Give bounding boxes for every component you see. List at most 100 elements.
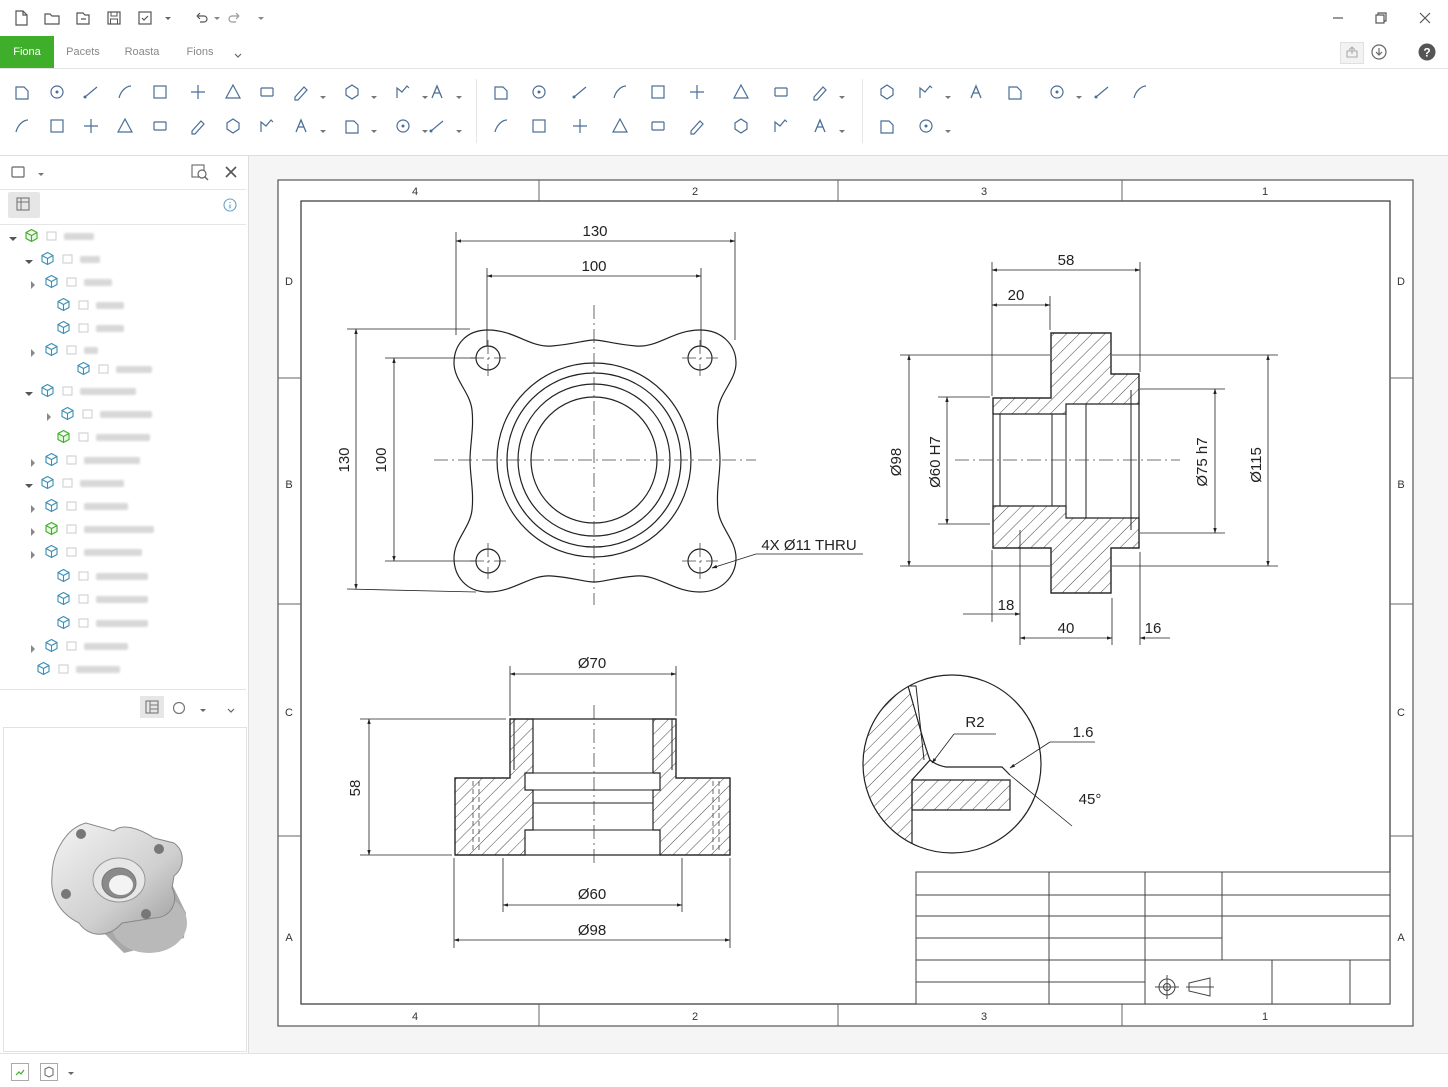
save-dropdown-icon[interactable] bbox=[163, 9, 173, 27]
panel-close-icon[interactable] bbox=[223, 164, 239, 180]
panel-search-icon[interactable] bbox=[190, 162, 210, 182]
preview-orbit-dropdown-icon[interactable] bbox=[198, 703, 208, 713]
drawing-canvas[interactable]: 4 2 3 1 4 2 3 1 D B C A D B C A bbox=[249, 156, 1448, 1053]
new-file-icon[interactable] bbox=[12, 9, 30, 27]
ribbon-rectangle-icon-r1-658[interactable] bbox=[648, 82, 668, 102]
tree-row[interactable] bbox=[0, 358, 246, 380]
tree-expand-icon[interactable] bbox=[28, 455, 38, 467]
download-icon[interactable] bbox=[1370, 43, 1388, 61]
detail-angle-45[interactable]: 45° bbox=[1079, 791, 1102, 808]
front-dim-100-height[interactable]: 100 bbox=[373, 447, 390, 472]
undo-icon[interactable] bbox=[192, 9, 210, 27]
help-icon[interactable]: ? bbox=[1418, 43, 1436, 61]
title-block[interactable] bbox=[915, 871, 1391, 1005]
ribbon-circle-icon-r1-57[interactable] bbox=[47, 82, 67, 102]
ribbon-shape-icon-r1-352[interactable] bbox=[342, 82, 362, 102]
save-icon[interactable] bbox=[105, 9, 123, 27]
ribbon-rectangle-icon-r1-160[interactable] bbox=[150, 82, 170, 102]
ribbon-pencil-icon-r2-198[interactable] bbox=[188, 116, 208, 136]
section-dim-58[interactable]: 58 bbox=[1058, 252, 1075, 269]
ribbon-dropdown-icon-r1-403[interactable] bbox=[421, 89, 429, 99]
tree-row[interactable] bbox=[0, 495, 246, 517]
ribbon-arc-icon-r2-22[interactable] bbox=[12, 116, 32, 136]
ribbon-dropdown-icon-r2-301[interactable] bbox=[319, 123, 327, 133]
ribbon-tabs-dropdown-icon[interactable] bbox=[233, 48, 243, 58]
ribbon-text-icon-r1-976[interactable] bbox=[966, 82, 986, 102]
close-window-icon[interactable] bbox=[1416, 9, 1434, 27]
ribbon-line-icon-r1-1102[interactable] bbox=[1092, 82, 1112, 102]
minimize-icon[interactable] bbox=[1329, 9, 1347, 27]
tree-expand-icon[interactable] bbox=[28, 277, 38, 289]
ribbon-dropdown-icon-r1-352[interactable] bbox=[370, 89, 378, 99]
ribbon-shape-icon-r1-887[interactable] bbox=[877, 82, 897, 102]
ribbon-triangle-icon-r1-741[interactable] bbox=[731, 82, 751, 102]
ribbon-dropdown-icon-r2-926[interactable] bbox=[944, 123, 952, 133]
tree-row[interactable] bbox=[0, 518, 246, 540]
ribbon-dropdown-icon-r1-926[interactable] bbox=[944, 89, 952, 99]
ribbon-triangle-icon-r1-233[interactable] bbox=[223, 82, 243, 102]
front-dim-130-height[interactable]: 130 bbox=[336, 447, 353, 472]
ribbon-point-icon-r2-580[interactable] bbox=[570, 116, 590, 136]
tree-expand-icon[interactable] bbox=[28, 501, 38, 513]
ribbon-polyline-icon-r1-926[interactable] bbox=[916, 82, 936, 102]
ribbon-line-icon-r1-91[interactable] bbox=[81, 82, 101, 102]
ribbon-pencil-icon-r2-697[interactable] bbox=[687, 116, 707, 136]
tree-info-icon[interactable] bbox=[223, 198, 237, 212]
tree-filter-icon[interactable] bbox=[8, 192, 40, 218]
section-dim-dia-60-h7[interactable]: Ø60 H7 bbox=[927, 436, 944, 488]
tree-expand-icon[interactable] bbox=[28, 641, 38, 653]
ribbon-text-icon-r2-820[interactable] bbox=[810, 116, 830, 136]
ribbon-dropdown-icon-r1-301[interactable] bbox=[319, 89, 327, 99]
tree-row[interactable] bbox=[0, 248, 246, 270]
tree-expand-icon[interactable] bbox=[28, 524, 38, 536]
tree-row[interactable] bbox=[0, 403, 246, 425]
tree-row[interactable] bbox=[0, 380, 246, 402]
ribbon-sketch-icon-r2-352[interactable] bbox=[342, 116, 362, 136]
ribbon-rectangle-icon-r2-57[interactable] bbox=[47, 116, 67, 136]
ribbon-pencil-icon-r1-820[interactable] bbox=[810, 82, 830, 102]
preview-menu-dropdown-icon[interactable] bbox=[226, 703, 236, 713]
tree-expand-icon[interactable] bbox=[8, 231, 18, 241]
open-recent-icon[interactable] bbox=[74, 9, 92, 27]
ribbon-dropdown-icon-r1-437[interactable] bbox=[455, 89, 463, 99]
ribbon-sketch-icon-r1-1015[interactable] bbox=[1005, 82, 1025, 102]
tree-expand-icon[interactable] bbox=[24, 254, 34, 264]
tree-row[interactable] bbox=[0, 225, 246, 247]
tree-row[interactable] bbox=[0, 339, 246, 361]
side-dim-dia-98[interactable]: Ø98 bbox=[578, 922, 606, 939]
ribbon-polyline-icon-r1-403[interactable] bbox=[393, 82, 413, 102]
ribbon-circle-icon-r1-539[interactable] bbox=[529, 82, 549, 102]
customize-toolbar-icon[interactable] bbox=[256, 9, 266, 27]
tree-row[interactable] bbox=[0, 588, 246, 610]
side-section-view[interactable] bbox=[360, 666, 731, 948]
undo-dropdown-icon[interactable] bbox=[212, 9, 222, 27]
ribbon-point-icon-r2-91[interactable] bbox=[81, 116, 101, 136]
ribbon-line-icon-r2-437[interactable] bbox=[427, 116, 447, 136]
tree-row[interactable] bbox=[0, 449, 246, 471]
tree-row[interactable] bbox=[0, 317, 246, 339]
tree-expand-icon[interactable] bbox=[24, 386, 34, 396]
ribbon-dimension-icon-r2-160[interactable] bbox=[150, 116, 170, 136]
tree-row[interactable] bbox=[0, 612, 246, 634]
ribbon-dropdown-icon-r2-437[interactable] bbox=[455, 123, 463, 133]
ribbon-sketch-icon-r1-22[interactable] bbox=[12, 82, 32, 102]
side-dim-dia-70[interactable]: Ø70 bbox=[578, 655, 606, 672]
ribbon-triangle-icon-r2-620[interactable] bbox=[610, 116, 630, 136]
ribbon-rectangle-icon-r2-539[interactable] bbox=[529, 116, 549, 136]
tree-expand-icon[interactable] bbox=[24, 478, 34, 488]
open-folder-icon[interactable] bbox=[43, 9, 61, 27]
ribbon-shape-icon-r2-741[interactable] bbox=[731, 116, 751, 136]
ribbon-line-icon-r1-580[interactable] bbox=[570, 82, 590, 102]
tree-row[interactable] bbox=[0, 565, 246, 587]
detail-radius-r2[interactable]: R2 bbox=[965, 714, 984, 731]
share-icon[interactable] bbox=[1340, 42, 1364, 64]
preview-orbit-icon[interactable] bbox=[170, 699, 188, 717]
panel-view-dropdown-icon[interactable] bbox=[36, 167, 46, 177]
section-dim-dia-98[interactable]: Ø98 bbox=[888, 448, 905, 476]
tree-row[interactable] bbox=[0, 635, 246, 657]
ribbon-text-icon-r1-437[interactable] bbox=[427, 82, 447, 102]
status-sheet-icon[interactable] bbox=[11, 1063, 29, 1081]
ribbon-polyline-icon-r2-267[interactable] bbox=[257, 116, 277, 136]
ribbon-point-icon-r1-697[interactable] bbox=[687, 82, 707, 102]
restore-icon[interactable] bbox=[1372, 9, 1390, 27]
